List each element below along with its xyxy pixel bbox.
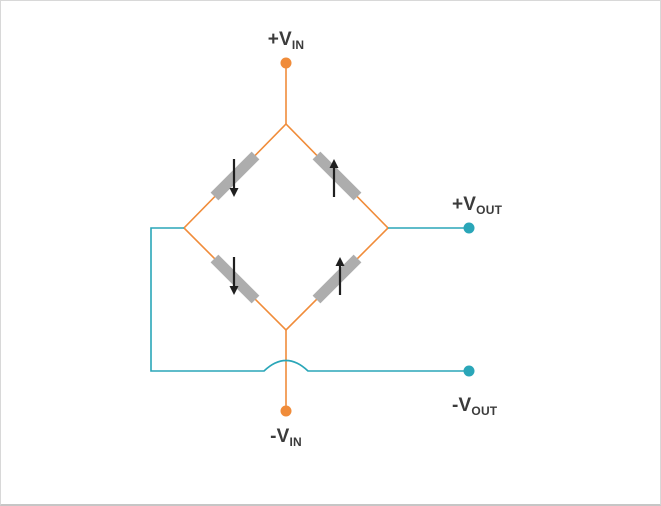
arrow-down-icon [229,257,239,295]
excitation-wiring [182,63,390,411]
vout-positive-subscript: OUT [476,203,502,217]
vout-negative-terminal [463,365,475,377]
vin-negative-label: -VIN [270,426,302,449]
vout-negative-lead [150,227,469,372]
arrow-down-icon [229,159,239,197]
arrow-up-icon [329,159,339,197]
vin-positive-text: +V [268,29,292,50]
strain-gauge-bottom-right [312,254,362,304]
vin-positive-subscript: IN [292,38,304,52]
vout-positive-terminal [463,222,475,234]
bridge-diamond-wire [182,122,390,332]
vout-negative-subscript: OUT [471,404,497,418]
vin-negative-text: -V [270,426,290,447]
vout-positive-label: +VOUT [452,194,503,217]
vin-negative-subscript: IN [290,435,302,449]
vout-positive-text: +V [452,194,476,215]
strain-arrows [229,159,345,295]
vin-positive-label: +VIN [268,29,305,52]
output-wiring [150,227,469,372]
vin-negative-terminal [280,405,292,417]
vout-negative-label: -VOUT [452,395,498,418]
vout-negative-text: -V [452,395,472,416]
labels: +VIN -VIN +VOUT -VOUT [268,29,503,449]
vin-positive-terminal [280,57,292,69]
strain-gauge-top-right [312,151,362,201]
terminals [280,57,475,417]
arrow-up-icon [335,257,345,295]
